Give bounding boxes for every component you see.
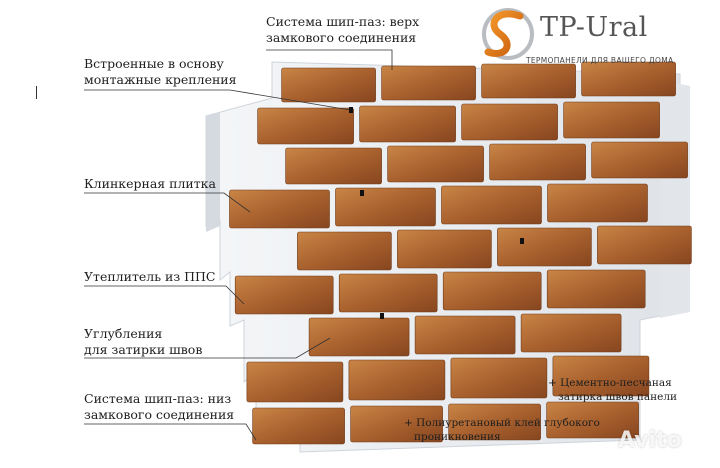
pointer-line-grooves: [84, 337, 331, 359]
clinker-brick: [489, 143, 586, 181]
clinker-brick: [297, 231, 392, 271]
fastener-mark: [520, 238, 524, 244]
foam-edge-right: [660, 80, 690, 318]
clinker-brick: [381, 65, 476, 101]
pointer-line-insulation: [84, 285, 245, 305]
label-line: Утеплитель из ППС: [84, 269, 216, 284]
clinker-brick: [308, 317, 410, 357]
label-line: Углубления: [84, 326, 163, 341]
clinker-brick: [257, 107, 354, 145]
fastener-mark: [380, 313, 384, 319]
logo-icon: [482, 8, 534, 60]
clinker-brick: [552, 355, 650, 397]
clinker-brick: [246, 361, 344, 403]
avito-watermark: Avito: [618, 428, 682, 453]
clinker-brick: [520, 313, 622, 353]
clinker-brick: [481, 63, 576, 99]
brand-tagline: ТЕРМОПАНЕЛИ ДЛЯ ВАШЕГО ДОМА: [526, 56, 674, 65]
note-line: затирка швов панели: [558, 391, 678, 403]
label-line: Встроенные в основу: [84, 56, 224, 71]
label-clinker: Клинкерная плитка: [84, 176, 216, 192]
clinker-brick: [229, 189, 330, 229]
foam-edge: [206, 112, 220, 232]
clinker-brick: [597, 225, 692, 265]
label-line: Система шип-паз: верх: [266, 14, 420, 29]
clinker-brick: [387, 145, 484, 183]
note-glue: + Полиуретановый клей глубокого проникно…: [404, 416, 600, 444]
clinker-brick: [547, 183, 648, 223]
clinker-brick: [442, 271, 542, 311]
label-line: замкового соединения: [266, 30, 417, 45]
clinker-brick: [285, 147, 382, 185]
clinker-brick: [441, 185, 542, 225]
clinker-brick: [546, 269, 646, 309]
label-line: Система шип-паз: низ: [84, 391, 232, 406]
note-line: проникновения: [414, 431, 501, 443]
clinker-brick: [348, 359, 446, 401]
clinker-brick: [252, 407, 345, 445]
clinker-brick: [359, 105, 456, 143]
note-line: + Полиуретановый клей глубокого: [404, 417, 600, 429]
label-line: замкового соединения: [84, 407, 235, 422]
clinker-brick: [350, 405, 443, 443]
pointer-lines: [84, 49, 393, 441]
fastener-mark: [360, 190, 364, 196]
label-tongue-bottom: Система шип-паз: низ замкового соединени…: [84, 391, 234, 423]
label-line: Клинкерная плитка: [84, 176, 216, 191]
label-grooves: Углубления для затирки швов: [84, 326, 202, 358]
clinker-brick: [397, 229, 492, 269]
clinker-brick: [546, 401, 639, 439]
pointer-line-fasteners: [84, 89, 351, 111]
brand-name: TP-Ural: [540, 12, 648, 43]
text-cursor: [36, 86, 37, 99]
clinker-bricks: [229, 61, 692, 445]
label-tongue-top: Система шип-паз: верх замкового соединен…: [266, 14, 419, 46]
label-line: для затирки швов: [84, 342, 203, 357]
note-grout: + Цементно-песчаная затирка швов панели: [548, 376, 677, 404]
clinker-brick: [281, 67, 376, 103]
fastener-mark: [349, 107, 353, 113]
clinker-brick: [450, 357, 548, 399]
pointer-line-bottom: [84, 423, 257, 441]
clinker-brick: [591, 141, 688, 179]
clinker-brick: [497, 227, 592, 267]
clinker-brick: [414, 315, 516, 355]
label-fasteners: Встроенные в основу монтажные крепления: [84, 56, 237, 88]
clinker-brick: [338, 273, 438, 313]
note-line: + Цементно-песчаная: [548, 377, 672, 389]
clinker-brick: [234, 275, 334, 315]
clinker-brick: [335, 187, 436, 227]
clinker-brick: [461, 103, 558, 141]
label-insulation: Утеплитель из ППС: [84, 269, 215, 285]
clinker-brick: [448, 403, 541, 441]
clinker-brick: [581, 61, 676, 97]
pointer-line-clinker: [84, 192, 251, 213]
clinker-brick: [563, 101, 660, 139]
label-line: монтажные крепления: [84, 72, 237, 87]
pointer-line-top: [266, 49, 393, 70]
